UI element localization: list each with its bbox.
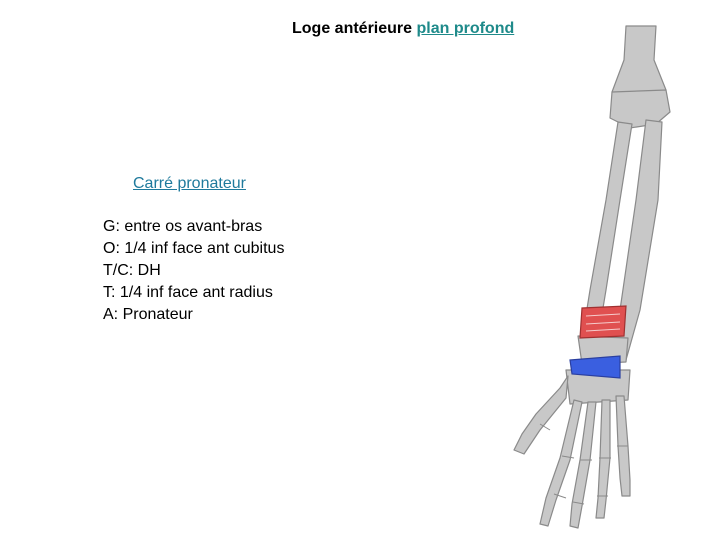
middle-finger-bone [569,401,597,529]
thumb-bone [513,375,569,455]
detail-course: T/C: DH [103,262,161,279]
muscle-name-link[interactable]: Carré pronateur [133,175,246,192]
forearm-skeleton-illustration [513,25,671,529]
detail-insertion: T: 1/4 inf face ant radius [103,284,273,301]
carpal-highlight [569,355,621,379]
detail-action: A: Pronateur [103,306,193,323]
slide-title: Loge antérieure plan profond [292,20,514,38]
muscle-details: G: entre os avant-bras O: 1/4 inf face a… [103,216,284,326]
index-finger-bone [539,399,583,527]
title-main: Loge antérieure [292,20,413,37]
title-link[interactable]: plan profond [416,20,515,37]
ring-finger-bone [595,399,611,519]
detail-innervation: G: entre os avant-bras [103,218,263,235]
detail-origin: O: 1/4 inf face ant cubitus [103,240,285,257]
pronator-quadratus-highlight [579,305,627,339]
